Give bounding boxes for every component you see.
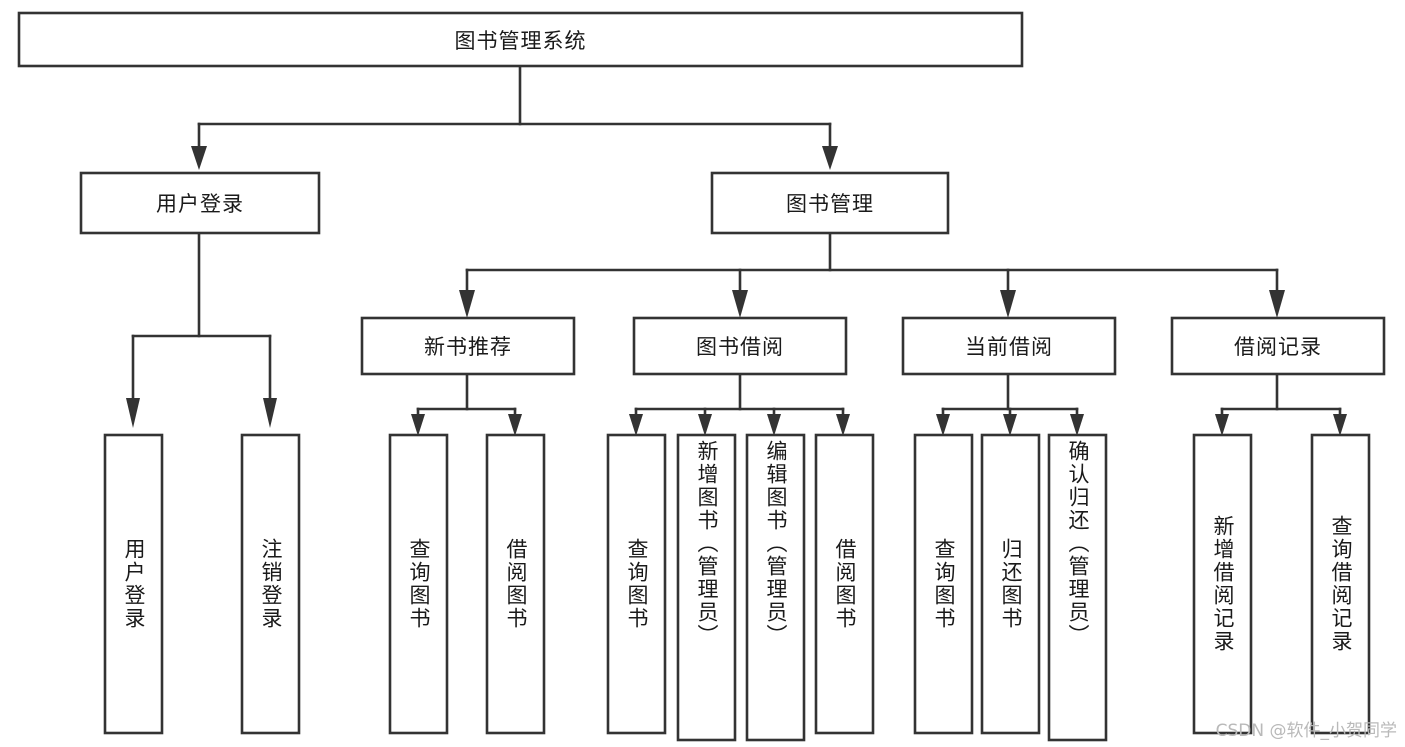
- connector-group-book-borrow: [629, 373, 850, 436]
- node-box-leaf-edit-book[interactable]: [745, 433, 806, 742]
- node-box-leaf-borrow-book-2[interactable]: [814, 433, 875, 735]
- node-box-leaf-return-book[interactable]: [980, 433, 1041, 735]
- arrow-head-leaf-add-record: [1215, 414, 1229, 436]
- connector-group-user-login: [126, 231, 277, 428]
- arrow-head-borrow-record: [1269, 290, 1285, 318]
- arrow-head-leaf-query-book-2: [629, 414, 643, 436]
- arrow-head-leaf-borrow-book-1: [508, 414, 522, 436]
- node-box-leaf-query-record[interactable]: [1310, 433, 1371, 735]
- node-box-leaf-borrow-book-1[interactable]: [485, 433, 546, 735]
- arrow-head-leaf-user-login: [126, 398, 140, 428]
- node-box-leaf-user-logout[interactable]: [240, 433, 301, 735]
- arrow-head-leaf-query-record: [1333, 414, 1347, 436]
- arrow-head-leaf-add-book: [698, 414, 712, 436]
- arrow-head-book-manage: [822, 146, 838, 170]
- arrow-head-book-borrow: [732, 290, 748, 318]
- node-box-leaf-add-book[interactable]: [676, 433, 737, 742]
- node-box-user-login[interactable]: [79, 171, 321, 235]
- arrow-head-new-book-recommend: [459, 290, 475, 318]
- connector-group-root: [191, 64, 838, 170]
- node-box-leaf-query-book-1[interactable]: [388, 433, 449, 735]
- arrow-head-leaf-borrow-book-2: [836, 414, 850, 436]
- node-box-book-manage[interactable]: [710, 171, 950, 235]
- arrow-head-leaf-user-logout: [263, 398, 277, 428]
- node-box-leaf-confirm-return[interactable]: [1047, 433, 1108, 742]
- node-box-root[interactable]: [17, 11, 1024, 68]
- connector-group-current-borrow: [936, 373, 1084, 436]
- arrow-head-leaf-confirm-return: [1070, 414, 1084, 436]
- arrow-head-current-borrow: [1000, 290, 1016, 318]
- arrow-head-leaf-query-book-3: [936, 414, 950, 436]
- node-box-leaf-user-login[interactable]: [103, 433, 164, 735]
- node-box-leaf-add-record[interactable]: [1192, 433, 1253, 735]
- node-box-current-borrow[interactable]: [901, 316, 1117, 376]
- node-box-leaf-query-book-3[interactable]: [913, 433, 974, 735]
- node-box-borrow-record[interactable]: [1170, 316, 1386, 376]
- node-box-leaf-query-book-2[interactable]: [606, 433, 667, 735]
- node-box-new-book-recommend[interactable]: [360, 316, 576, 376]
- connector-group-new-book-recommend: [411, 373, 522, 436]
- connector-group-borrow-record: [1215, 373, 1347, 436]
- node-box-book-borrow[interactable]: [632, 316, 848, 376]
- arrow-head-leaf-query-book-1: [411, 414, 425, 436]
- arrow-head-leaf-edit-book: [767, 414, 781, 436]
- arrow-head-leaf-return-book: [1003, 414, 1017, 436]
- arrow-head-user-login: [191, 146, 207, 170]
- connector-group-book-manage: [459, 231, 1285, 318]
